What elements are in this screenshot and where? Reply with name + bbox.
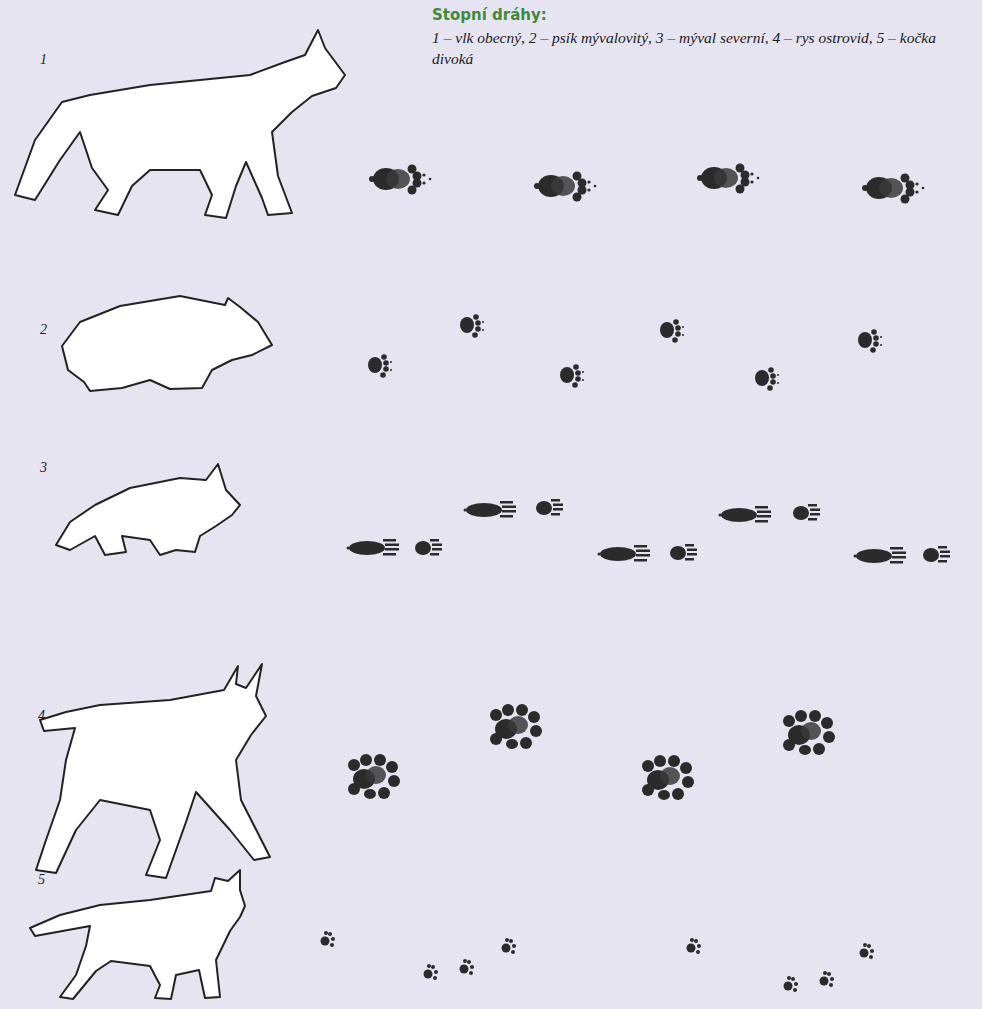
track [687,938,702,954]
track [460,959,475,975]
chart-title: Stopní dráhy: [432,6,547,24]
callout-number: 1 [40,52,47,68]
track [369,165,431,195]
track [793,504,820,521]
track [860,943,875,959]
raccoon-dog-tracks [368,314,882,391]
callout-number: 5 [38,872,45,888]
track [660,319,684,343]
track [415,539,442,556]
track [368,354,392,378]
wolf-silhouette [15,30,345,218]
wolf-tracks [369,164,924,204]
track [784,976,799,992]
track [560,364,584,388]
track [755,367,779,391]
track [598,545,651,562]
track [424,964,439,980]
raccoon-tracks [347,499,951,564]
raccoon-silhouette [56,464,240,555]
track [783,710,835,755]
track [464,501,517,518]
lynx-silhouette [36,664,270,878]
callout-number: 4 [38,708,45,724]
track [321,931,336,947]
legend-text: 1 – vlk obecný, 2 – psík mývalovitý, 3 –… [432,27,952,69]
track [490,704,542,749]
track [502,938,517,954]
track [854,547,907,564]
track [719,506,772,523]
wildcat-tracks [321,931,875,992]
callout-number: 3 [40,460,47,476]
track [862,174,924,204]
track [858,329,882,353]
track [536,499,563,516]
track [670,544,697,561]
track [347,539,400,556]
track [460,314,484,338]
track [642,755,694,800]
track [820,971,835,987]
track [348,754,400,799]
wildcat-silhouette [30,870,245,999]
track [923,546,950,563]
track [697,164,759,194]
callout-number: 2 [40,322,47,338]
raccoon-dog-silhouette [62,296,272,391]
lynx-tracks [348,704,835,800]
track [534,172,596,202]
